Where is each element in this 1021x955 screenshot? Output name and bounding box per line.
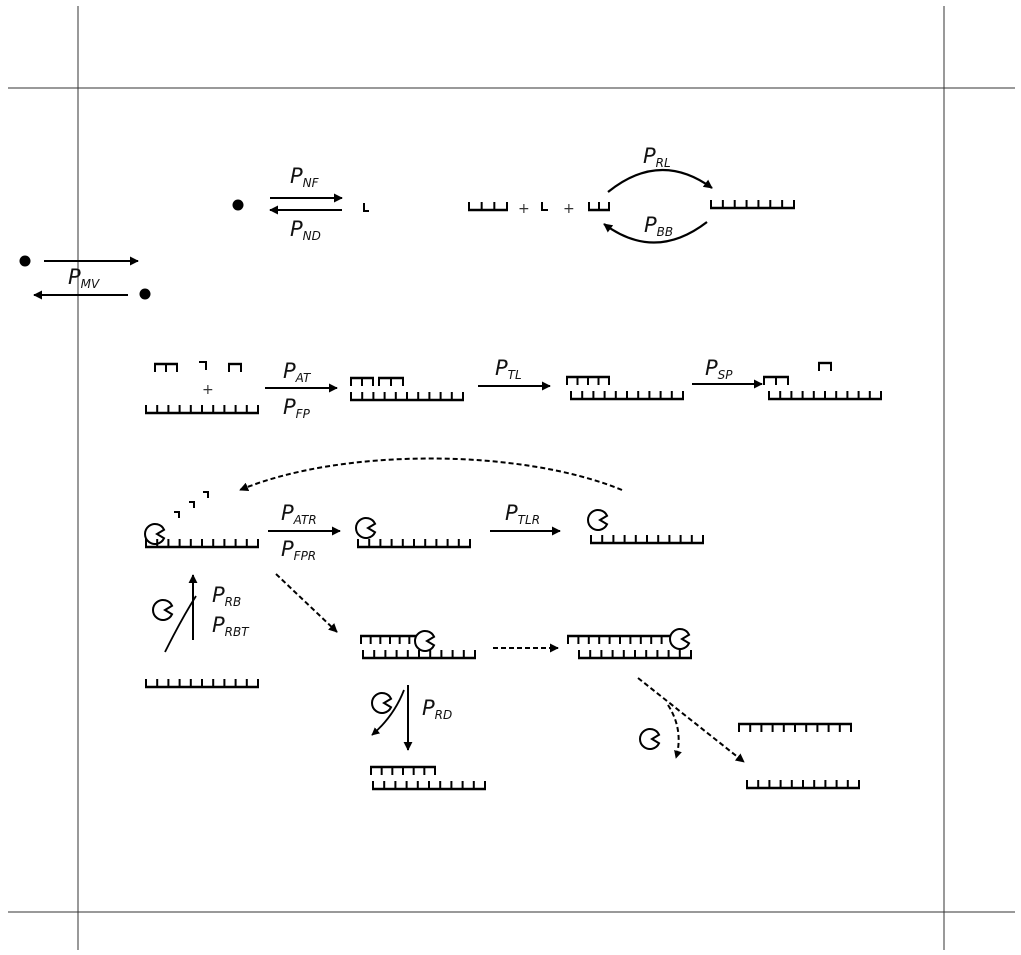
ribozyme-icon-3 xyxy=(587,509,609,531)
ribozyme-shape xyxy=(669,628,691,650)
duplex-1-upper-b xyxy=(378,376,404,386)
rate-label-rbt: PRBT xyxy=(212,613,250,639)
ribozyme-complex-2 xyxy=(355,517,471,549)
rate-label-atr: PATR xyxy=(281,501,317,527)
ribozyme-icon-8 xyxy=(639,728,661,750)
elongating-complex xyxy=(360,630,476,660)
ribozyme-complex-1 xyxy=(144,491,259,549)
ribozyme-complex-3 xyxy=(587,509,704,545)
rate-label-fp: PFP xyxy=(283,395,311,421)
rate-label-mv: PMV xyxy=(68,265,100,291)
duplex-1 xyxy=(350,376,464,402)
released-oligo xyxy=(818,361,832,371)
ribozyme-join-curve xyxy=(164,595,197,653)
ribozyme-shape xyxy=(371,692,393,714)
recycle-dashed-arc xyxy=(239,457,623,492)
full-duplex-upper xyxy=(567,634,673,644)
dissociated-upper xyxy=(370,765,436,775)
ribozyme-icon-6 xyxy=(669,628,691,650)
oligo-right xyxy=(228,362,242,372)
strand-separation xyxy=(637,677,860,790)
ribozyme-icon-7 xyxy=(371,692,393,714)
nucleotide-glyph-5 xyxy=(189,501,195,508)
ligation-cycle: + + PRL PBB xyxy=(468,144,795,244)
nucleotide-glyph-6 xyxy=(203,491,209,498)
ribozyme-shape xyxy=(414,630,436,652)
duplex-3-upper xyxy=(763,375,789,385)
rate-label-bb: PBB xyxy=(644,213,673,239)
dashed-arrow-separation xyxy=(637,677,745,763)
templated-ligation-row: + PAT PFP PTL PSP xyxy=(145,356,882,421)
ribozyme-row: PATR PFPR PTLR PRB PRBT xyxy=(144,457,860,791)
ribozyme-icon-5 xyxy=(414,630,436,652)
ribozyme-icon xyxy=(144,523,166,545)
rate-label-nd: PND xyxy=(290,217,321,243)
plus-sign-1: + xyxy=(518,201,530,217)
nucleotide-formation-step: PNF PND xyxy=(232,164,369,243)
rate-label-at: PAT xyxy=(283,359,312,385)
template-strand-4 xyxy=(590,535,704,545)
arc-arrow-rl xyxy=(607,168,713,193)
rate-label-rb: PRB xyxy=(212,583,241,609)
strand-short-right xyxy=(588,202,610,212)
rate-label-rl: PRL xyxy=(643,144,671,170)
frame-lines xyxy=(8,6,1015,950)
ribozyme-shape xyxy=(355,517,377,539)
ribozyme-dissociation: PRD xyxy=(370,685,486,791)
separated-lower xyxy=(746,780,860,790)
strand-short-left xyxy=(468,202,508,212)
plus-sign-2: + xyxy=(563,201,575,217)
nucleotide-glyph-4 xyxy=(174,511,180,518)
molecule-dot-end xyxy=(139,288,151,300)
template-strand-5 xyxy=(145,679,259,689)
ribozyme-binding: PRB PRBT xyxy=(145,574,259,689)
ribozyme-icon-2 xyxy=(355,517,377,539)
full-duplex-complex xyxy=(567,628,692,660)
duplex-2-lower xyxy=(570,391,684,401)
ribozyme-shape xyxy=(587,509,609,531)
movement-step: PMV xyxy=(19,255,151,300)
duplex-3 xyxy=(763,361,882,401)
elongating-lower xyxy=(362,650,476,660)
ribozyme-leave-curve xyxy=(371,689,405,736)
duplex-2-upper xyxy=(566,375,610,385)
nucleotide-glyph-2 xyxy=(541,202,548,211)
dissociated-lower xyxy=(372,781,486,791)
rate-label-tl: PTL xyxy=(495,356,522,382)
template-strand-1 xyxy=(145,405,259,415)
dashed-ribozyme-release xyxy=(667,704,682,759)
arc-arrow-bb xyxy=(603,221,708,244)
duplex-2 xyxy=(566,375,684,401)
oligo-left xyxy=(154,362,178,372)
molecule-dot-start xyxy=(19,255,31,267)
rate-label-rd: PRD xyxy=(422,696,452,722)
ribozyme-shape xyxy=(144,523,166,545)
dashed-arrow-to-elongation xyxy=(275,573,338,633)
ribozyme-shape xyxy=(639,728,661,750)
plus-sign-3: + xyxy=(202,382,214,398)
duplex-1-lower xyxy=(350,392,464,402)
duplex-3-lower xyxy=(768,391,882,401)
ribozyme-shape xyxy=(152,599,174,621)
template-strand-2 xyxy=(145,539,259,549)
rate-label-tlr: PTLR xyxy=(505,501,540,527)
full-duplex-lower xyxy=(578,650,692,660)
monomer-dot xyxy=(232,199,244,211)
rate-label-nf: PNF xyxy=(290,164,320,190)
rate-label-sp: PSP xyxy=(705,356,733,382)
duplex-1-upper-a xyxy=(350,376,374,386)
nucleotide-glyph-3 xyxy=(199,361,207,370)
nucleotide-glyph xyxy=(363,203,369,212)
template-strand-3 xyxy=(357,539,471,549)
rate-label-fpr: PFPR xyxy=(281,537,316,563)
strand-ligated xyxy=(710,200,795,210)
elongating-upper xyxy=(360,634,420,644)
ribozyme-icon-4 xyxy=(152,599,174,621)
separated-upper xyxy=(738,722,852,732)
